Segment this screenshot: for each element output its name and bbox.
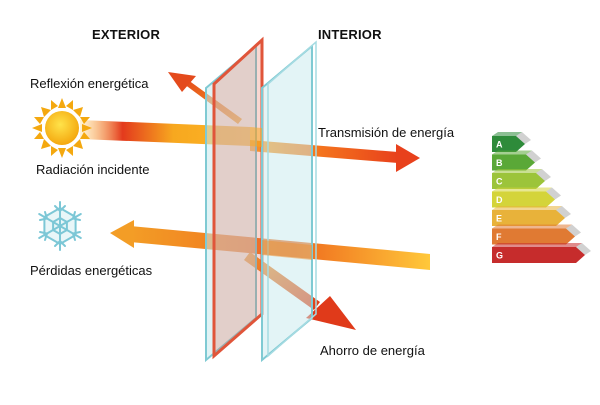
snowflake-icon [38,201,82,251]
rating-letter: A [496,140,503,150]
rating-band-e: E [492,206,571,226]
rating-letter: G [496,251,503,261]
rating-band-g: G [492,243,591,263]
reflection-label: Reflexión energética [30,76,149,91]
rating-letter: D [496,195,503,205]
rating-band-d: D [492,187,561,208]
losses-label: Pérdidas energéticas [30,263,153,278]
rating-band-b: B [492,150,541,171]
transmission-label: Transmisión de energía [318,125,455,140]
savings-label: Ahorro de energía [320,343,425,358]
rating-band-c: C [492,169,551,189]
rating-letter: B [496,158,503,168]
rating-band-f: F [492,224,581,245]
incident-label: Radiación incidente [36,162,150,177]
sun-icon [32,98,92,158]
glass-pane-interior [261,40,317,363]
rating-band-a: A [492,132,531,152]
glass-pane-exterior [205,36,264,363]
rating-letter: C [496,177,503,187]
rating-letter: E [496,214,502,224]
interior-header: INTERIOR [318,27,382,42]
rating-letter: F [496,232,502,242]
exterior-header: EXTERIOR [92,27,161,42]
